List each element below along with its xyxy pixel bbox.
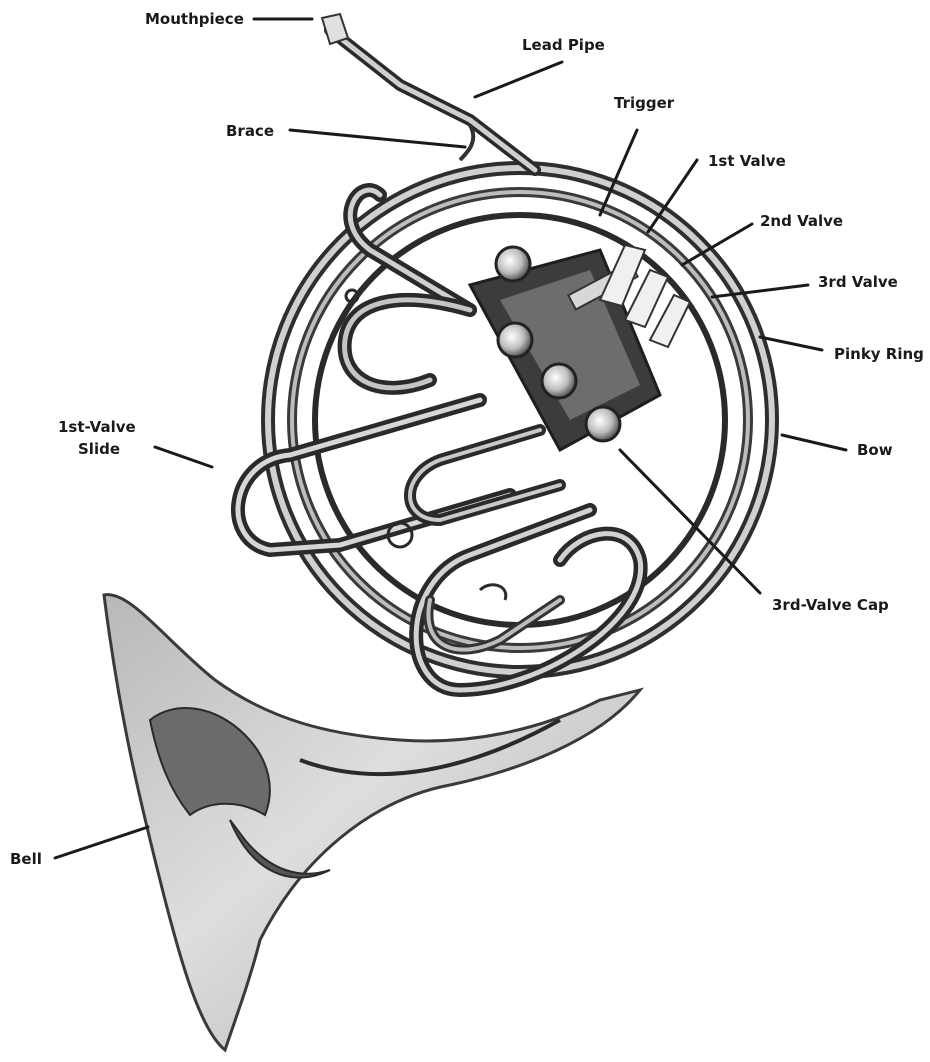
label-1st-valve-slide-line2: Slide xyxy=(78,440,120,458)
label-bell: Bell xyxy=(10,850,42,868)
leader-lead-pipe xyxy=(475,62,562,97)
horn-illustration xyxy=(104,14,772,1050)
label-brace: Brace xyxy=(226,122,274,140)
label-trigger: Trigger xyxy=(614,94,675,112)
leader-brace xyxy=(290,130,465,147)
label-1st-valve-slide-line1: 1st-Valve xyxy=(58,418,136,436)
main-tubing xyxy=(268,168,772,672)
lead-pipe-shape xyxy=(322,14,535,170)
label-1st-valve: 1st Valve xyxy=(708,152,786,170)
label-3rd-valve: 3rd Valve xyxy=(818,273,898,291)
label-mouthpiece: Mouthpiece xyxy=(145,10,244,28)
leader-1st-valve-slide xyxy=(155,447,212,467)
leader-pinky-ring xyxy=(760,337,822,350)
label-bow: Bow xyxy=(857,441,893,459)
leader-bow xyxy=(782,435,846,450)
label-lead-pipe: Lead Pipe xyxy=(522,36,605,54)
leader-bell xyxy=(55,827,148,858)
leader-trigger xyxy=(600,130,637,215)
label-pinky-ring: Pinky Ring xyxy=(834,345,924,363)
label-3rd-valve-cap: 3rd-Valve Cap xyxy=(772,596,889,614)
label-2nd-valve: 2nd Valve xyxy=(760,212,843,230)
